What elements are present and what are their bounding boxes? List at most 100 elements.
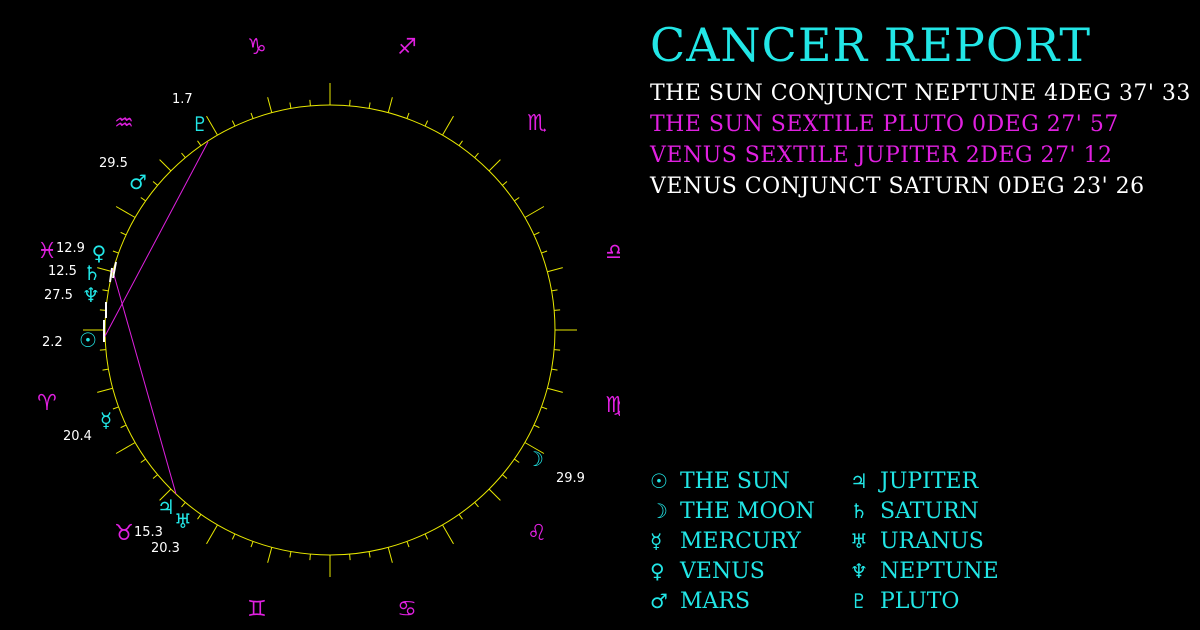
legend-label: THE SUN [680, 468, 790, 494]
legend-item-jupiter: ♃ JUPITER [850, 466, 1050, 496]
planet-uranus-glyph: ♅ [174, 509, 192, 533]
planet-venus-glyph: ♀ [92, 241, 107, 265]
wheel-minor-tick [387, 97, 393, 113]
aspect-item: THE SUN SEXTILE PLUTO 0DEG 27' 57 [650, 112, 1119, 137]
wheel-minor-tick [112, 406, 119, 410]
wheel-minor-tick [152, 181, 158, 186]
wheel-minor-tick [514, 197, 520, 202]
wheel-minor-tick [488, 488, 501, 501]
planet-neptune-glyph: ♆ [82, 283, 100, 307]
wheel-minor-tick [458, 514, 463, 520]
planet-jupiter-glyph: ♃ [157, 495, 175, 519]
marker-venus [112, 261, 117, 279]
planet-legend: ☉ THE SUN ☽ THE MOON ☿ MERCURY ♀ VENUS ♂… [650, 466, 1050, 616]
sun-icon: ☉ [650, 469, 668, 493]
legend-label: SATURN [880, 498, 979, 524]
wheel-minor-tick [309, 554, 311, 561]
zodiac-sign-aquarius: ♒ [114, 111, 134, 136]
wheel-minor-tick [309, 99, 311, 106]
wheel-minor-tick [181, 502, 186, 508]
zodiac-glyphs: ♈ ♉ ♊ ♋ ♌ ♍ ♎ ♏ ♐ ♑ ♒ ♓ [37, 35, 620, 622]
wheel-minor-tick [424, 120, 429, 127]
legend-label: JUPITER [880, 468, 979, 494]
wheel-minor-tick [267, 547, 273, 563]
planet-mars-glyph: ♂ [129, 170, 147, 194]
aspect-line-venus-jupiter [111, 267, 177, 495]
zodiac-sign-capricorn: ♑ [247, 35, 267, 60]
planet-sun-glyph: ☉ [79, 328, 97, 352]
wheel-major-tick [115, 442, 136, 454]
legend-item-moon: ☽ THE MOON [650, 496, 850, 526]
wheel-minor-tick [533, 424, 540, 429]
degree-label-jupiter: 15.3 [134, 525, 163, 540]
degree-label-sun: 2.2 [42, 335, 63, 350]
wheel-minor-tick [547, 267, 563, 273]
legend-item-sun: ☉ THE SUN [650, 466, 850, 496]
legend-label: VENUS [680, 558, 765, 584]
jupiter-icon: ♃ [850, 469, 868, 493]
saturn-icon: ♄ [850, 499, 868, 523]
aspect-item: THE SUN CONJUNCT NEPTUNE 4DEG 37' 33 [650, 81, 1191, 106]
wheel-minor-tick [368, 551, 371, 558]
wheel-minor-tick [120, 231, 127, 236]
legend-item-pluto: ♇ PLUTO [850, 586, 1050, 616]
wheel-minor-tick [554, 309, 561, 311]
wheel-minor-tick [368, 102, 371, 109]
wheel-minor-tick [424, 533, 429, 540]
zodiac-sign-sagittarius: ♐ [397, 35, 417, 60]
planet-saturn-glyph: ♄ [83, 261, 101, 285]
wheel-major-tick [524, 442, 545, 454]
degree-label-moon: 29.9 [556, 471, 585, 486]
moon-icon: ☽ [650, 499, 668, 523]
wheel-minor-tick [289, 102, 292, 109]
zodiac-sign-scorpio: ♏ [527, 111, 547, 136]
wheel-minor-tick [502, 474, 508, 479]
zodiac-sign-cancer: ♋ [397, 597, 417, 622]
planet-degree-labels: 2.2 27.5 12.5 12.9 29.5 1.7 20.4 15.3 20… [42, 92, 585, 556]
marker-saturn [109, 267, 113, 283]
wheel-minor-tick [387, 547, 393, 563]
wheel-minor-tick [112, 250, 119, 254]
zodiac-sign-pisces: ♓ [37, 239, 57, 264]
wheel-minor-tick [231, 533, 236, 540]
wheel-minor-tick [120, 424, 127, 429]
wheel-minor-tick [541, 250, 548, 254]
wheel-minor-tick [159, 159, 172, 172]
wheel-minor-tick [99, 349, 106, 351]
wheel-minor-tick [181, 152, 186, 158]
legend-label: NEPTUNE [880, 558, 999, 584]
wheel-minor-tick [140, 197, 146, 202]
wheel-minor-tick [547, 387, 563, 393]
degree-label-uranus: 20.3 [151, 541, 180, 556]
wheel-minor-tick [474, 502, 479, 508]
wheel-minor-tick [140, 458, 146, 463]
wheel-minor-tick [102, 289, 109, 292]
zodiac-sign-virgo: ♍ [605, 393, 620, 418]
wheel-major-tick [115, 206, 136, 218]
legend-item-uranus: ♅ URANUS [850, 526, 1050, 556]
degree-label-mars: 29.5 [99, 156, 128, 171]
zodiac-wheel-chart: ♈ ♉ ♊ ♋ ♌ ♍ ♎ ♏ ♐ ♑ ♒ ♓ ☉ ♆ ♄ ♀ ♂ ♇ ☿ ♃ … [37, 35, 620, 622]
wheel-minor-tick [406, 112, 410, 119]
planet-pluto-glyph: ♇ [191, 112, 209, 136]
legend-label: THE MOON [680, 498, 815, 524]
wheel-major-tick [206, 115, 218, 136]
zodiac-sign-aries: ♈ [37, 391, 57, 416]
legend-item-neptune: ♆ NEPTUNE [850, 556, 1050, 586]
wheel-ticks [83, 83, 577, 577]
mars-icon: ♂ [650, 589, 668, 613]
degree-label-venus: 12.9 [56, 241, 85, 256]
wheel-minor-tick [289, 551, 292, 558]
mercury-icon: ☿ [650, 529, 663, 553]
legend-item-saturn: ♄ SATURN [850, 496, 1050, 526]
legend-item-venus: ♀ VENUS [650, 556, 850, 586]
legend-label: PLUTO [880, 588, 960, 614]
planet-mercury-glyph: ☿ [100, 408, 112, 432]
aspect-item: VENUS SEXTILE JUPITER 2DEG 27' 12 [650, 143, 1113, 168]
report-title: CANCER REPORT [650, 18, 1092, 72]
wheel-minor-tick [250, 541, 254, 548]
wheel-minor-tick [554, 349, 561, 351]
pluto-icon: ♇ [850, 589, 868, 613]
aspect-item: VENUS CONJUNCT SATURN 0DEG 23' 26 [650, 174, 1145, 199]
degree-label-pluto: 1.7 [172, 92, 193, 107]
